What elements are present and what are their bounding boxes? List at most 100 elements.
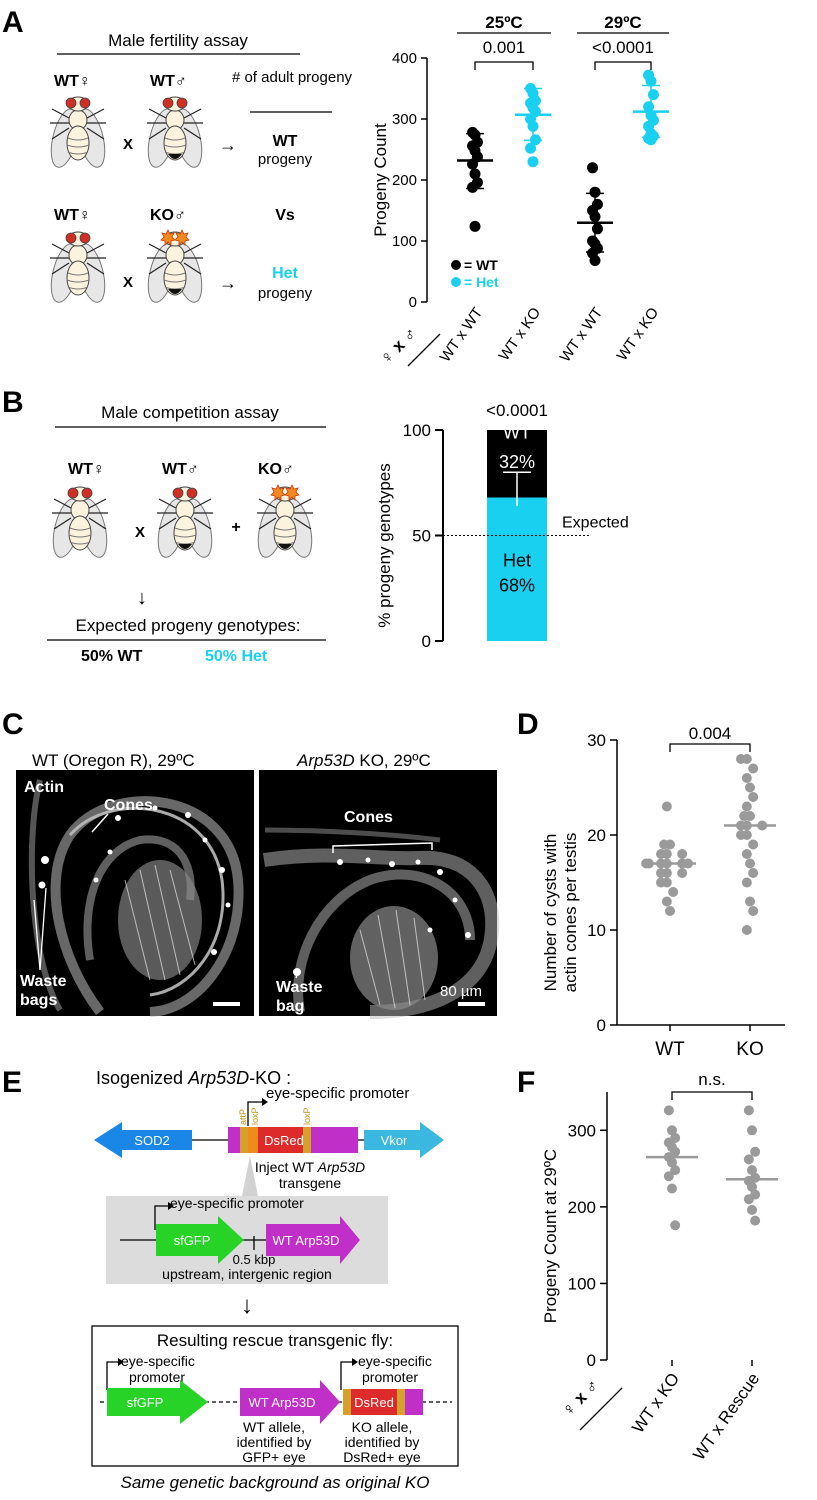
f-y-tick-label: 300 [568, 1121, 596, 1140]
b-y-tick-label: 0 [422, 632, 431, 651]
d-data-point [741, 877, 752, 888]
row1-female-label: WT♀ [54, 73, 91, 90]
result-sfgfp-gene [107, 1380, 208, 1424]
d-y-tick-label: 20 [587, 826, 606, 845]
panel-c-letter: C [2, 708, 24, 741]
result-sfgfp-label: sfGFP [127, 1395, 164, 1410]
d-data-point [736, 830, 746, 840]
d-data-point [736, 754, 746, 764]
b-wt-male-fly-icon [152, 486, 218, 561]
vs-label: Vs [275, 207, 295, 224]
d-pvalue: 0.004 [689, 724, 732, 743]
d-data-point [741, 801, 752, 812]
wt-allele-2: identified by [237, 1434, 312, 1450]
row2-result: Het [272, 265, 298, 282]
f-data-point [667, 1157, 677, 1168]
cones-label-right: Cones [344, 809, 393, 826]
sod2-gene [94, 1122, 192, 1158]
f-data-point [743, 1154, 754, 1165]
kbp-label: 0.5 kbp [233, 1252, 276, 1267]
a-x-tick-label: WT x KO [614, 305, 663, 364]
d-data-point [745, 782, 755, 793]
a-cross-underline [407, 333, 441, 367]
a-x-tick-label: WT x KO [496, 305, 545, 364]
f-data-point [747, 1125, 757, 1136]
row1-male-label: WT♂ [150, 73, 187, 90]
a-legend-wt: = WT [464, 257, 498, 273]
d-data-point [677, 849, 688, 859]
d-y-tick-label: 30 [587, 731, 606, 750]
panel-d-letter: D [517, 708, 539, 741]
female-fly-icon-2 [45, 231, 111, 306]
scale-label: 80 µm [440, 983, 482, 1000]
d-data-point [661, 801, 672, 812]
d-x-tick-label: KO [736, 1039, 763, 1060]
a-data-point [527, 156, 539, 168]
b-het-pct: 68% [499, 575, 535, 595]
competition-assay-title: Male competition assay [101, 403, 279, 422]
ko-allele-3: DsRed+ eye [343, 1449, 421, 1465]
result-wt-arp53d-label: WT Arp53D [249, 1395, 316, 1410]
adult-progeny-header: # of adult progeny [232, 69, 353, 86]
b-y-axis-label: % progeny genotypes [375, 463, 394, 627]
d-data-point [741, 773, 752, 783]
a-pvalue: <0.0001 [592, 38, 654, 57]
a-data-point [645, 75, 657, 87]
f-data-point [667, 1125, 677, 1136]
d-data-point [668, 887, 679, 897]
e-promoter-top: eye-specific promoter [266, 1085, 409, 1102]
f-y-axis-label: Progeny Count at 29ºC [541, 1149, 560, 1323]
cross-symbol: X [123, 136, 133, 153]
f-data-point [743, 1194, 754, 1205]
plus-symbol: + [231, 519, 240, 536]
a-significance-bracket [474, 61, 534, 70]
a-y-tick-label: 200 [392, 172, 417, 189]
b-cross-symbol: X [135, 524, 145, 541]
expected-genotypes-label: Expected progeny genotypes: [76, 616, 301, 635]
sfgfp-gene [156, 1216, 244, 1264]
f-data-point [670, 1165, 681, 1176]
panel-b-letter: B [2, 386, 24, 419]
arrow-right-icon-2: → [219, 273, 237, 293]
row2-male-label: KO♂ [150, 207, 186, 224]
f-data-point [670, 1220, 681, 1231]
inject-label: Inject WT Arp53D [255, 1159, 365, 1175]
wt-male-fly-icon [142, 96, 208, 171]
a-data-point [467, 181, 479, 193]
result-eye1: eye-specific [121, 1353, 195, 1369]
d-data-point [745, 858, 755, 869]
a-data-point [589, 255, 601, 267]
f-data-point [747, 1165, 757, 1176]
b-female-label: WT♀ [68, 461, 105, 478]
upstream-label: upstream, intergenic region [162, 1266, 332, 1282]
ko-allele-2: identified by [345, 1434, 420, 1450]
a-cross-label: ♀ x ♂ [376, 323, 421, 368]
d-data-point [748, 906, 759, 916]
e-promoter-mid: eye-specific promoter [170, 1195, 304, 1211]
d-data-point [748, 839, 759, 850]
b-y-tick-label: 50 [412, 527, 431, 546]
loxp-label-2: loxP [302, 1107, 312, 1125]
d-data-point [656, 877, 666, 888]
e-footer: Same genetic background as original KO [120, 1473, 429, 1492]
f-x-tick-label: WT x Rescue [689, 1369, 763, 1463]
b-wt-male-label: WT♂ [162, 461, 199, 478]
b-female-fly-icon [47, 486, 113, 561]
a-x-tick-label: WT x WT [437, 305, 487, 366]
row2-result-sub: progeny [258, 285, 313, 302]
result-prom2: promoter [362, 1369, 418, 1385]
cross-symbol-2: X [123, 274, 133, 291]
a-legend-marker-wt [451, 260, 461, 270]
d-y-axis-label-2: actin cones per testis [561, 833, 580, 993]
f-y-tick-label: 200 [568, 1198, 596, 1217]
result-prom1: promoter [129, 1369, 185, 1385]
d-data-point [665, 906, 675, 916]
f-data-point [747, 1181, 757, 1192]
d-data-point [748, 868, 759, 878]
b-bar-het [487, 497, 547, 641]
arrow-down-icon: ↓ [137, 587, 147, 609]
row1-result: WT [273, 133, 298, 150]
f-significance: n.s. [698, 1070, 725, 1089]
